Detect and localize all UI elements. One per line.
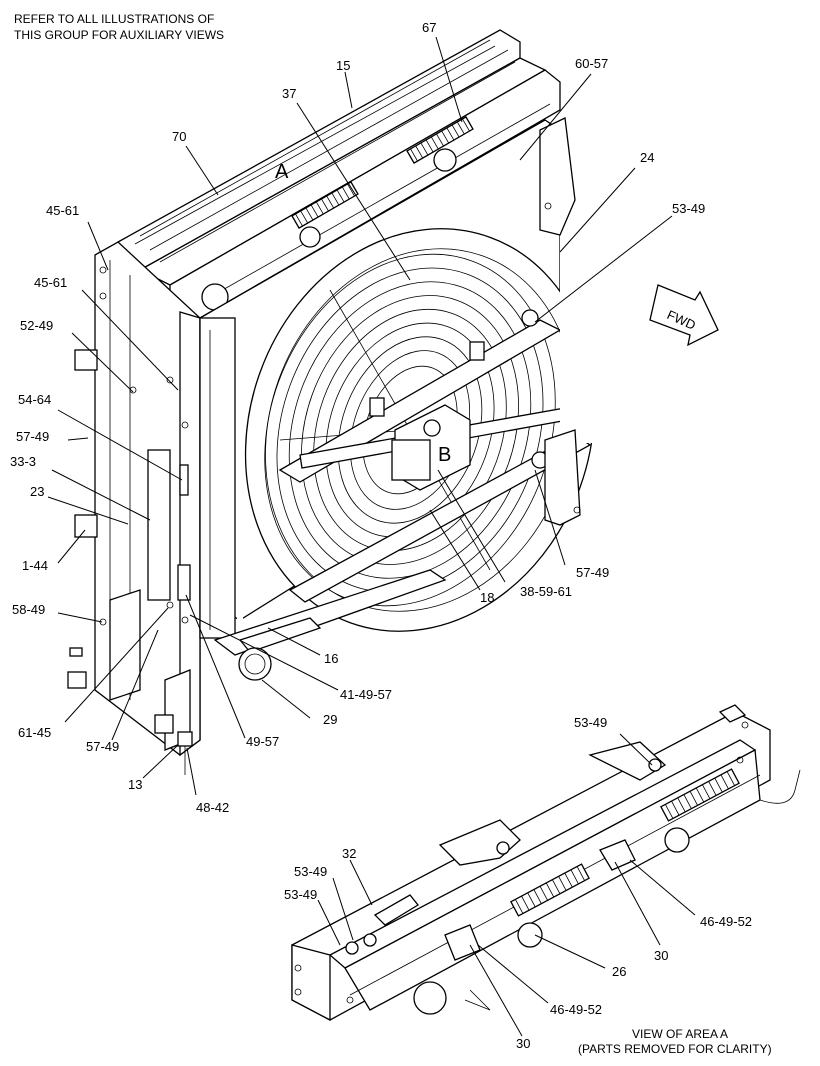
callout-37: 37 xyxy=(282,86,296,101)
view-letter-b: B xyxy=(438,444,451,466)
callout-48-42: 48-42 xyxy=(196,800,229,815)
callout-23: 23 xyxy=(30,484,44,499)
callout-61-45: 61-45 xyxy=(18,725,51,740)
callout-45-61-a: 45-61 xyxy=(46,203,79,218)
right-bracket xyxy=(539,117,581,526)
callout-16: 16 xyxy=(324,651,338,666)
callout-70: 70 xyxy=(172,129,186,144)
callout-18: 18 xyxy=(480,590,494,605)
callout-labels: 67 60-57 15 37 70 24 53-49 45-61 45-61 5… xyxy=(10,20,752,1051)
view-caption-line-1: VIEW OF AREA A xyxy=(632,1027,729,1041)
callout-57-49-a: 57-49 xyxy=(16,429,49,444)
callout-52-49: 52-49 xyxy=(20,318,53,333)
forward-arrow: FWD xyxy=(649,284,719,347)
callout-38-59-61: 38-59-61 xyxy=(520,584,572,599)
guard-crossbars xyxy=(278,309,613,603)
callout-53-49-d2: 53-49 xyxy=(284,887,317,902)
callout-32: 32 xyxy=(342,846,356,861)
callout-58-49: 58-49 xyxy=(12,602,45,617)
callout-1-44: 1-44 xyxy=(22,558,48,573)
callout-15: 15 xyxy=(336,58,350,73)
bottom-rail xyxy=(213,569,447,681)
radiator-main-assembly: B xyxy=(67,29,638,775)
callout-57-49-b: 57-49 xyxy=(86,739,119,754)
leader-lines xyxy=(47,36,696,1037)
top-rail-springs xyxy=(201,116,474,311)
callout-45-61-b: 45-61 xyxy=(34,275,67,290)
view-caption-line-2: (PARTS REMOVED FOR CLARITY) xyxy=(578,1042,772,1056)
right-tube-frame xyxy=(237,177,638,660)
fan-drive-hub: B xyxy=(391,404,471,491)
callout-30-a: 30 xyxy=(654,948,668,963)
callout-26: 26 xyxy=(612,964,626,979)
callout-30-b: 30 xyxy=(516,1036,530,1051)
detail-view-area-a xyxy=(291,704,801,1022)
callout-46-49-52-a: 46-49-52 xyxy=(700,914,752,929)
callout-46-49-52-b: 46-49-52 xyxy=(550,1002,602,1017)
callout-57-49-c: 57-49 xyxy=(576,565,609,580)
mounting-feet xyxy=(67,647,193,775)
callout-54-64: 54-64 xyxy=(18,392,51,407)
callout-53-49-d1: 53-49 xyxy=(294,864,327,879)
callout-53-49-detail: 53-49 xyxy=(574,715,607,730)
callout-67: 67 xyxy=(422,20,436,35)
callout-29: 29 xyxy=(323,712,337,727)
callout-53-49-top: 53-49 xyxy=(672,201,705,216)
view-letter-a: A xyxy=(275,161,289,183)
reference-note-line-2: THIS GROUP FOR AUXILIARY VIEWS xyxy=(14,28,225,42)
callout-49-57: 49-57 xyxy=(246,734,279,749)
callout-60-57: 60-57 xyxy=(575,56,608,71)
callout-33-3: 33-3 xyxy=(10,454,36,469)
reference-note-line-1: REFER TO ALL ILLUSTRATIONS OF xyxy=(14,12,215,26)
callout-41-49-57: 41-49-57 xyxy=(340,687,392,702)
callout-13: 13 xyxy=(128,777,142,792)
callout-24: 24 xyxy=(640,150,654,165)
